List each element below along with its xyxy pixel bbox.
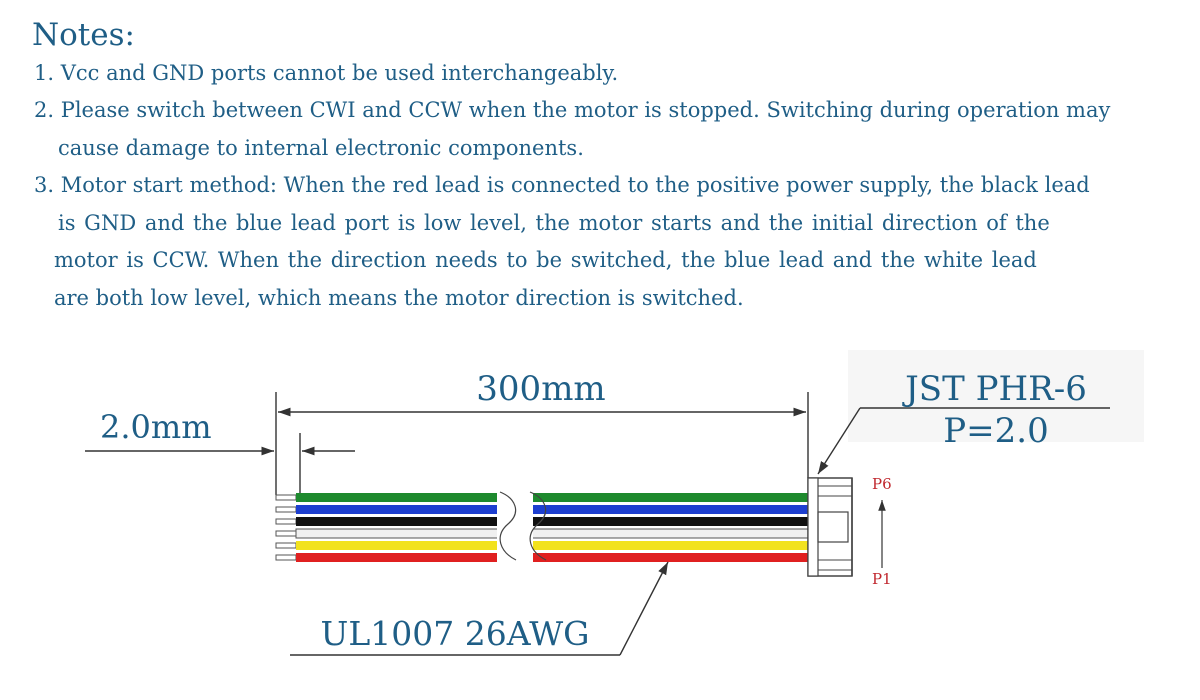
connector-leader-arrow <box>817 407 861 475</box>
note-2-line-2: cause damage to internal electronic comp… <box>58 136 584 160</box>
connector-label-pitch: P=2.0 <box>943 411 1048 451</box>
pin-p6-label: P6 <box>872 475 892 493</box>
length-label: 300mm <box>476 369 605 409</box>
jst-connector <box>807 477 853 577</box>
wire-leader-arrow <box>619 561 669 656</box>
note-3-line-3: motor is CCW. When the direction needs t… <box>54 248 1037 272</box>
wire-bundle <box>275 493 809 562</box>
wire-tip-green <box>275 494 297 501</box>
wire-tip-white <box>275 530 297 537</box>
note-2-line-1: 2. Please switch between CWI and CCW whe… <box>34 98 1111 122</box>
wire-red <box>296 553 808 562</box>
note-3-line-4: are both low level, which means the moto… <box>54 286 744 310</box>
wire-break-gap <box>497 486 533 562</box>
wire-tip-black <box>275 518 297 525</box>
wire-green <box>296 493 808 502</box>
wire-tip-blue <box>275 506 297 513</box>
notes-title: Notes: <box>32 17 135 53</box>
note-3-line-2: is GND and the blue lead port is low lev… <box>58 211 1050 235</box>
note-1: 1. Vcc and GND ports cannot be used inte… <box>34 61 619 85</box>
wire-blue <box>296 505 808 514</box>
wire-tip-red <box>275 554 297 561</box>
connector-label-backdrop <box>848 350 1144 442</box>
wire-break-left <box>499 491 517 561</box>
wire-tip-yellow <box>275 542 297 549</box>
pitch-label: 2.0mm <box>100 408 212 446</box>
pin-p1-label: P1 <box>872 570 892 588</box>
wire-break-right <box>529 491 547 561</box>
wire-type-label: UL1007 26AWG <box>321 614 590 653</box>
note-3-line-1: 3. Motor start method: When the red lead… <box>34 173 1090 197</box>
wire-black <box>296 517 808 526</box>
wire-yellow <box>296 541 808 550</box>
connector-label-type: JST PHR-6 <box>902 369 1087 409</box>
wire-white <box>295 528 809 539</box>
